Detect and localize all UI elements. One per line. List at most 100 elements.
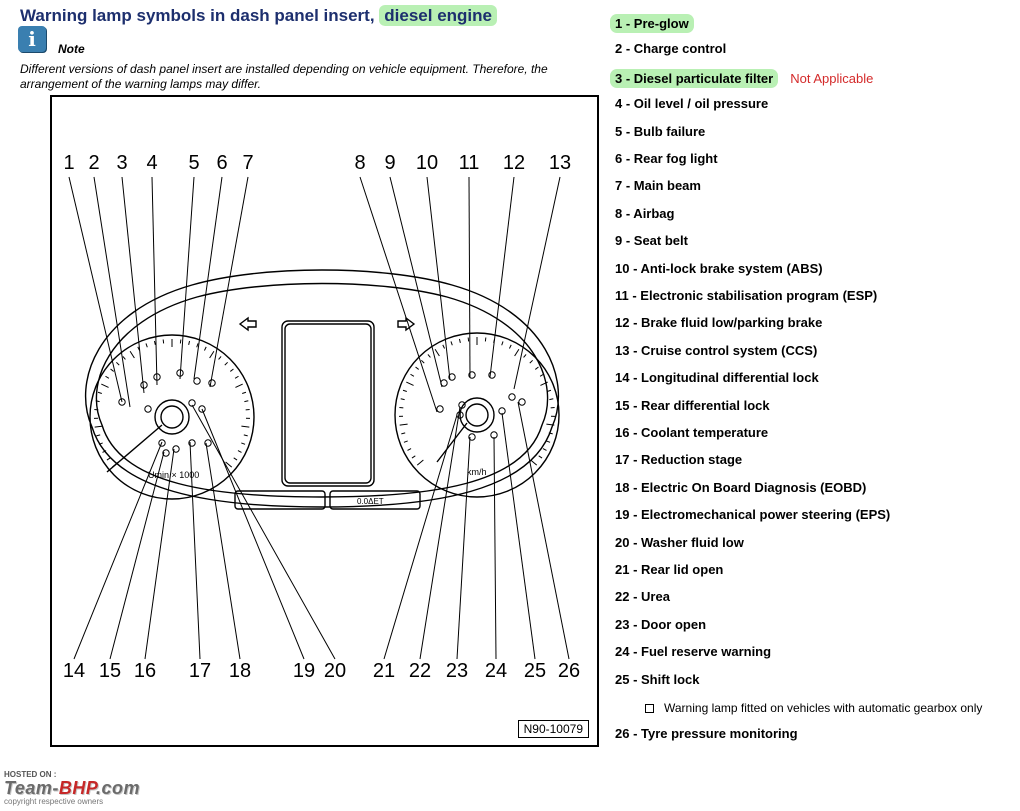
legend-item: 16 - Coolant temperature (615, 425, 769, 440)
warning-lamp-icon (468, 371, 476, 379)
leader-line (426, 176, 451, 381)
leader-line (456, 436, 471, 660)
bullet-icon (645, 704, 654, 714)
leader-line (68, 176, 123, 403)
dial-tick (241, 442, 246, 445)
callout-number: 19 (293, 660, 315, 682)
warning-lamp-icon (456, 411, 464, 419)
dial-tick (209, 350, 215, 359)
callout-number: 25 (524, 660, 546, 682)
dial-tick (407, 448, 412, 451)
leader-line (359, 176, 438, 413)
legend-item: 24 - Fuel reserve warning (615, 644, 772, 660)
leader-line (209, 176, 249, 388)
legend-item: 2 - Charge control (615, 41, 727, 57)
warning-lamp-icon (176, 369, 184, 377)
dial-tick (403, 440, 408, 443)
callout-number: 16 (134, 660, 156, 682)
leader-line (121, 176, 145, 394)
dial-tick (546, 440, 551, 443)
leader-line (151, 176, 158, 386)
callout-number: 24 (485, 660, 507, 682)
callout-number: 15 (99, 660, 121, 682)
callout-number: 10 (416, 152, 438, 174)
dial-tick (400, 398, 405, 401)
dial-tick (529, 359, 533, 364)
legend-item: 20 - Washer fluid low (615, 534, 744, 550)
leader-line (144, 448, 175, 660)
legend-subnote: Warning lamp fitted on vehicles with aut… (645, 701, 982, 715)
note-label: Note (58, 42, 85, 56)
dial-tick (427, 354, 431, 358)
warning-lamp-icon (193, 377, 201, 385)
dial-tick (406, 381, 414, 386)
dial-tick (237, 450, 242, 453)
callout-number: 21 (373, 660, 395, 682)
legend-item: 17 - Reduction stage (615, 452, 743, 468)
callout-number: 17 (189, 660, 211, 682)
dial-tick (416, 459, 424, 466)
dial-tick (97, 391, 102, 394)
dial-tick (102, 450, 107, 453)
dial-tick (546, 423, 555, 426)
legend-item: 4 - Oil level / oil pressure (615, 96, 769, 112)
dial-tick (106, 457, 111, 461)
warning-lamp-icon (158, 439, 166, 447)
dial-tick (94, 425, 103, 428)
dial-tick (129, 350, 135, 359)
legend-item: 23 - Door open (615, 616, 707, 632)
warning-lamp-icon (144, 405, 152, 413)
leader-line (389, 176, 443, 388)
watermark: HOSTED ON : Team-BHP.com copyright respe… (4, 770, 140, 806)
leader-line (189, 441, 201, 660)
dial-tick (539, 373, 544, 377)
dial-tick (242, 391, 247, 394)
warning-lamp-icon (468, 433, 476, 441)
warning-lamp-icon (162, 449, 170, 457)
callout-number: 3 (116, 152, 127, 174)
warning-lamp-icon (458, 401, 466, 409)
dial-tick (410, 373, 415, 377)
right-dial-unit: km/h (467, 467, 487, 477)
page-title: Warning lamp symbols in dash panel inser… (20, 5, 497, 26)
dial-tick (442, 344, 446, 349)
leader-line (73, 441, 163, 660)
callout-number: 13 (549, 152, 571, 174)
dial-tick (153, 340, 156, 346)
callout-number: 8 (354, 152, 365, 174)
center-box-readout: 0.0ΔET (357, 497, 384, 506)
warning-lamp-icon (498, 407, 506, 415)
legend-item: 25 - Shift lock (615, 671, 700, 687)
callout-number: 6 (216, 152, 227, 174)
title-highlight: diesel engine (379, 5, 497, 26)
legend-item: 9 - Seat belt (615, 233, 688, 249)
warning-lamp-icon (198, 405, 206, 413)
leader-line (201, 408, 305, 660)
legend-item: 7 - Main beam (615, 178, 701, 194)
legend-item: 12 - Brake fluid low/parking brake (615, 315, 823, 331)
callout-number: 1 (63, 152, 74, 174)
leader-line (468, 176, 471, 378)
callout-number: 23 (446, 660, 468, 682)
legend-item: 15 - Rear differential lock (615, 397, 770, 413)
warning-lamp-icon (208, 379, 216, 387)
dial-tick (508, 344, 512, 349)
leader-line (205, 442, 241, 660)
warning-lamp-icon (440, 379, 448, 387)
dial-tick (549, 398, 554, 401)
leader-line (493, 436, 497, 660)
watermark-hosted: HOSTED ON : (4, 770, 57, 779)
dial-tick (548, 432, 553, 435)
dial-tick (234, 375, 239, 379)
callout-number: 12 (503, 152, 525, 174)
info-icon: i (18, 26, 46, 52)
legend-item: 6 - Rear fog light (615, 151, 718, 166)
left-dial-unit: Umin × 1000 (148, 470, 199, 480)
dial-tick (105, 375, 110, 379)
dial-tick (96, 434, 101, 437)
legend-item: 21 - Rear lid open (615, 562, 724, 577)
leader-line (93, 176, 131, 408)
callout-number: 26 (558, 660, 580, 682)
callout-number: 11 (459, 152, 480, 174)
